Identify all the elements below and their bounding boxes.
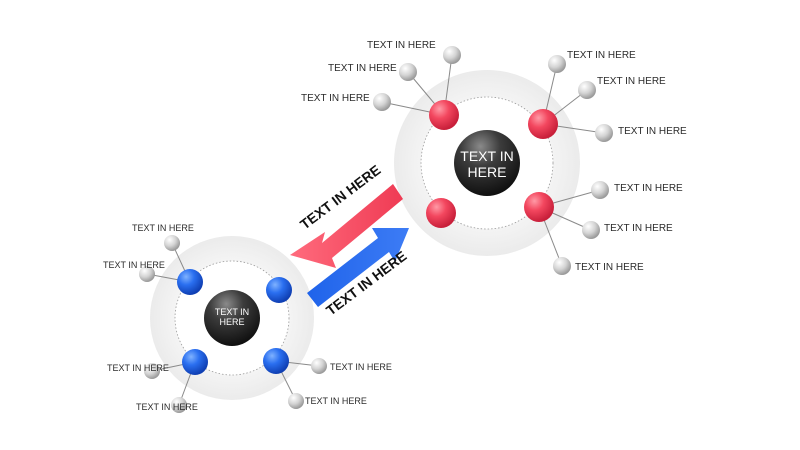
left-satellite-4 — [171, 397, 187, 413]
right-dotted-orbit — [420, 96, 554, 230]
left-label-3: TEXT IN HERE — [107, 363, 169, 373]
right-satellite-9 — [553, 257, 571, 275]
right-satellite-3 — [373, 93, 391, 111]
left-satellite-6 — [288, 393, 304, 409]
right-node-bottom-left — [426, 198, 456, 228]
right-satellite-1 — [443, 46, 461, 64]
right-label-5: TEXT IN HERE — [597, 76, 666, 87]
left-satellite-1 — [164, 235, 180, 251]
right-label-4: TEXT IN HERE — [567, 50, 636, 61]
left-label-1: TEXT IN HERE — [132, 223, 194, 233]
right-label-8: TEXT IN HERE — [604, 223, 673, 234]
left-hub-label-line1: TEXT IN — [214, 307, 250, 317]
right-satellite-4 — [548, 55, 566, 73]
right-node-top-left — [429, 100, 459, 130]
left-dotted-orbit — [174, 260, 290, 376]
left-satellite-5 — [311, 358, 327, 374]
right-satellite-8 — [582, 221, 600, 239]
right-label-7: TEXT IN HERE — [614, 183, 683, 194]
right-label-1: TEXT IN HERE — [367, 40, 436, 51]
right-node-top-right — [528, 109, 558, 139]
right-label-2: TEXT IN HERE — [328, 63, 397, 74]
right-satellite-2 — [399, 63, 417, 81]
left-node-top-right — [266, 277, 292, 303]
right-label-6: TEXT IN HERE — [618, 126, 687, 137]
left-hub — [204, 290, 260, 346]
right-satellite-5 — [578, 81, 596, 99]
right-label-9: TEXT IN HERE — [575, 262, 644, 273]
right-hub-label: TEXT IN HERE — [447, 148, 527, 180]
red-arrow — [290, 184, 403, 268]
left-label-4: TEXT IN HERE — [136, 402, 198, 412]
right-satellite-7 — [591, 181, 609, 199]
left-satellite-3 — [144, 363, 160, 379]
right-label-3: TEXT IN HERE — [301, 93, 370, 104]
left-label-5: TEXT IN HERE — [330, 362, 392, 372]
left-cluster — [139, 235, 327, 413]
right-hub-label-line1: TEXT IN — [460, 148, 514, 164]
left-label-2: TEXT IN HERE — [103, 260, 165, 270]
right-hub — [454, 130, 520, 196]
left-node-bottom-right — [263, 348, 289, 374]
blue-arrow — [307, 228, 409, 307]
right-hub-label-line2: HERE — [467, 164, 507, 181]
left-satellite-2 — [139, 266, 155, 282]
left-node-bottom-left — [182, 349, 208, 375]
left-node-top-left — [177, 269, 203, 295]
right-cluster — [373, 46, 613, 275]
left-hub-label: TEXT IN HERE — [207, 307, 257, 328]
right-node-bottom-right — [524, 192, 554, 222]
right-satellite-6 — [595, 124, 613, 142]
left-label-6: TEXT IN HERE — [305, 396, 367, 406]
left-hub-label-line2: HERE — [219, 317, 245, 328]
